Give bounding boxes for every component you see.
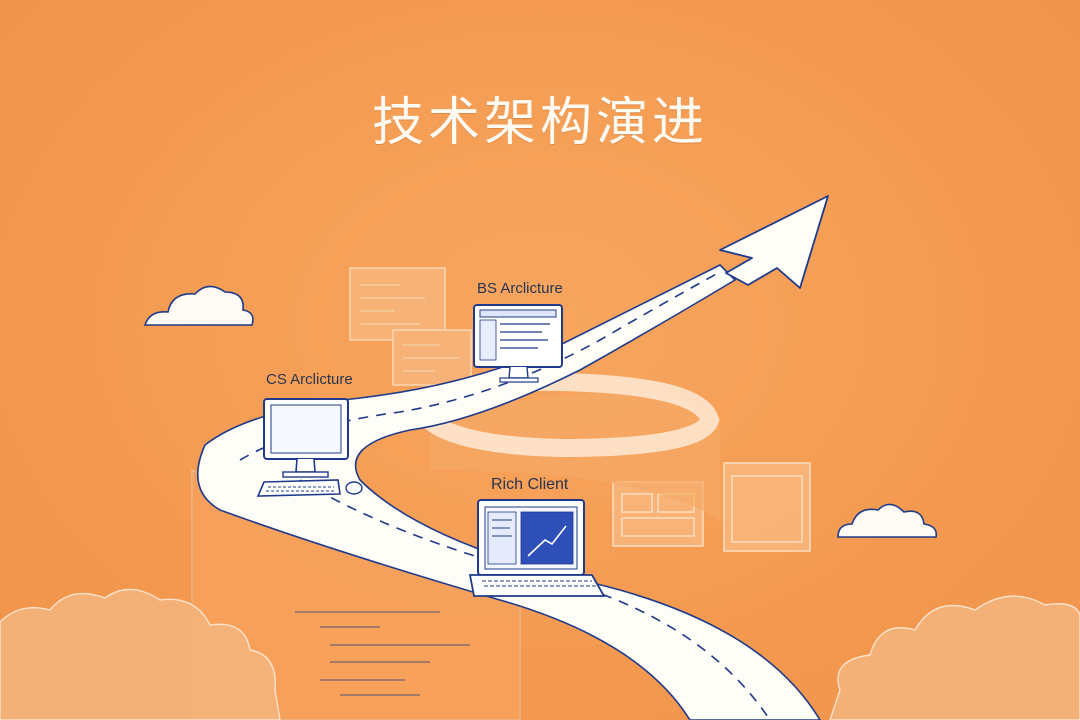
code-panel-icon <box>295 611 470 696</box>
desktop-monitor-icon <box>263 398 349 478</box>
page-title: 技术架构演进 <box>371 93 708 153</box>
laptop-icon <box>468 499 606 597</box>
cloud-icon <box>837 503 938 538</box>
stage-label-rich-client: Rich Client <box>491 476 569 493</box>
browser-window-icon <box>473 304 563 383</box>
cloud-icon <box>143 285 254 326</box>
mouse-icon <box>345 481 363 495</box>
code-panel-icon <box>349 267 472 386</box>
stage-label-bs: BS Arclicture <box>477 280 563 297</box>
cloud-icon <box>0 588 1080 720</box>
keyboard-icon <box>256 479 341 497</box>
stage-label-cs: CS Arclicture <box>266 371 353 388</box>
growth-arrow-icon <box>719 195 829 289</box>
